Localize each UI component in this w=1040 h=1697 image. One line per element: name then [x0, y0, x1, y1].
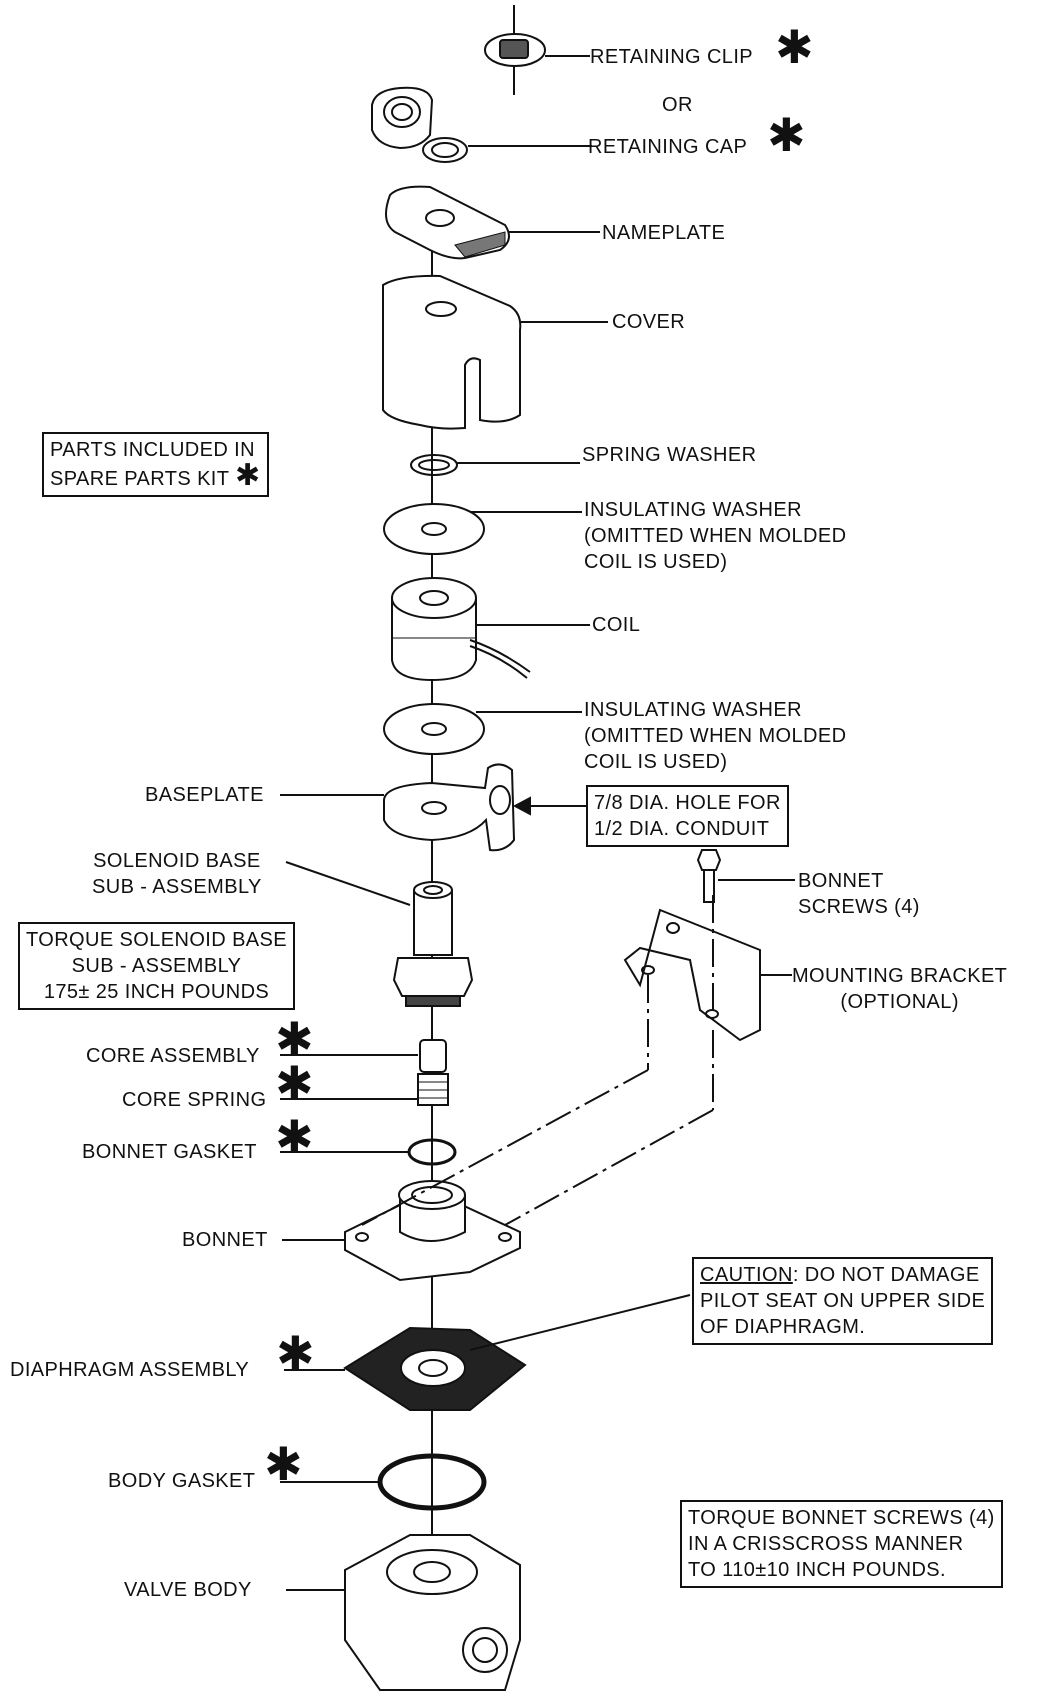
label-line: INSULATING WASHER	[584, 699, 802, 721]
box-line: 7/8 DIA. HOLE FOR	[594, 792, 781, 814]
alignment-lines	[361, 895, 714, 1226]
torque-solenoid-box: TORQUE SOLENOID BASE SUB - ASSEMBLY 175±…	[18, 922, 296, 1010]
solenoid-base-part	[285, 861, 474, 1007]
insulating-washer-upper-part	[383, 503, 582, 555]
box-line: PILOT SEAT ON UPPER SIDE	[700, 1290, 986, 1312]
label-body-gasket: BODY GASKET	[108, 1470, 256, 1492]
label-mounting-bracket: MOUNTING BRACKET (OPTIONAL)	[792, 963, 1007, 1015]
label-core-spring: CORE SPRING	[122, 1089, 267, 1111]
label-line: (OMITTED WHEN MOLDED	[584, 525, 847, 547]
label-line: INSULATING WASHER	[584, 499, 802, 521]
core-assembly-part	[280, 1039, 449, 1106]
retaining-cap-part	[371, 86, 592, 163]
spare-kit-star-core-assembly: ✱	[275, 1012, 314, 1066]
label-line: SCREWS (4)	[798, 896, 920, 918]
label-retaining-clip: RETAINING CLIP	[590, 46, 754, 68]
box-line: IN A CRISSCROSS MANNER	[688, 1533, 964, 1555]
label-solenoid-base: SOLENOID BASE SUB - ASSEMBLY	[92, 848, 262, 900]
box-line: SPARE PARTS KIT ✱	[50, 461, 261, 492]
box-line-text: SPARE PARTS KIT	[50, 468, 230, 490]
label-line: SOLENOID BASE	[93, 850, 261, 872]
label-retaining-cap: RETAINING CAP	[588, 136, 748, 158]
spare-kit-star-legend: ✱	[235, 458, 261, 493]
spare-kit-star-cap: ✱	[767, 108, 806, 162]
nameplate-part	[385, 185, 600, 260]
spare-kit-star-bonnet-gasket: ✱	[275, 1110, 314, 1164]
label-diaphragm-assembly: DIAPHRAGM ASSEMBLY	[10, 1359, 250, 1381]
label-core-assembly: CORE ASSEMBLY	[86, 1045, 260, 1067]
label-insulating-washer-lower: INSULATING WASHER (OMITTED WHEN MOLDED C…	[584, 697, 846, 775]
box-line: TO 110±10 INCH POUNDS.	[688, 1559, 946, 1581]
label-line: COIL IS USED)	[584, 551, 728, 573]
conduit-hole-box: 7/8 DIA. HOLE FOR 1/2 DIA. CONDUIT	[586, 785, 789, 847]
insulating-washer-lower-part	[383, 703, 582, 755]
torque-bonnet-box: TORQUE BONNET SCREWS (4) IN A CRISSCROSS…	[680, 1500, 1003, 1588]
retaining-clip-part	[484, 33, 590, 67]
label-coil: COIL	[592, 614, 641, 636]
caution-box: CAUTION: DO NOT DAMAGE PILOT SEAT ON UPP…	[692, 1257, 994, 1345]
label-line: COIL IS USED)	[584, 751, 728, 773]
box-line: CAUTION: DO NOT DAMAGE	[700, 1262, 985, 1288]
label-line: BONNET	[798, 870, 884, 892]
spare-parts-kit-box: PARTS INCLUDED IN SPARE PARTS KIT ✱	[42, 432, 269, 497]
label-line: MOUNTING BRACKET	[792, 965, 1008, 987]
label-line: (OPTIONAL)	[840, 991, 959, 1013]
cover-part	[382, 274, 608, 430]
label-spring-washer: SPRING WASHER	[582, 444, 757, 466]
label-cover: COVER	[612, 311, 686, 333]
spare-kit-star-body-gasket: ✱	[264, 1437, 303, 1491]
spare-kit-star-core-spring: ✱	[275, 1056, 314, 1110]
box-line: PARTS INCLUDED IN	[50, 439, 255, 461]
label-line: SUB - ASSEMBLY	[92, 876, 262, 898]
box-line: 175± 25 INCH POUNDS	[43, 981, 270, 1003]
spare-kit-star-clip: ✱	[775, 20, 814, 74]
baseplate-part	[280, 763, 586, 852]
spare-kit-star-diaphragm: ✱	[276, 1326, 315, 1380]
bonnet-screw-part	[696, 849, 795, 903]
caution-rest: : DO NOT DAMAGE	[792, 1264, 980, 1286]
spring-washer-part	[410, 454, 580, 476]
box-line: OF DIAPHRAGM.	[700, 1316, 866, 1338]
caution-keyword: CAUTION	[700, 1264, 793, 1286]
valve-body-part	[286, 1534, 521, 1691]
label-nameplate: NAMEPLATE	[602, 222, 726, 244]
box-line: TORQUE BONNET SCREWS (4)	[688, 1507, 995, 1529]
body-gasket-part	[280, 1453, 487, 1511]
label-baseplate: BASEPLATE	[145, 784, 264, 806]
box-line: TORQUE SOLENOID BASE	[26, 929, 288, 951]
mounting-bracket-part	[623, 908, 792, 1042]
diaphragm-assembly-part	[284, 1294, 691, 1411]
label-insulating-washer-upper: INSULATING WASHER (OMITTED WHEN MOLDED C…	[584, 497, 846, 575]
bonnet-gasket-part	[280, 1138, 457, 1166]
coil-part	[391, 577, 590, 682]
box-line: SUB - ASSEMBLY	[71, 955, 242, 977]
label-bonnet-screws: BONNET SCREWS (4)	[798, 868, 920, 920]
label-line: (OMITTED WHEN MOLDED	[584, 725, 847, 747]
bonnet-part	[282, 1180, 521, 1282]
label-bonnet-gasket: BONNET GASKET	[82, 1141, 257, 1163]
box-line: 1/2 DIA. CONDUIT	[594, 818, 770, 840]
label-valve-body: VALVE BODY	[124, 1579, 252, 1601]
label-or: OR	[662, 94, 693, 116]
label-bonnet: BONNET	[182, 1229, 268, 1251]
